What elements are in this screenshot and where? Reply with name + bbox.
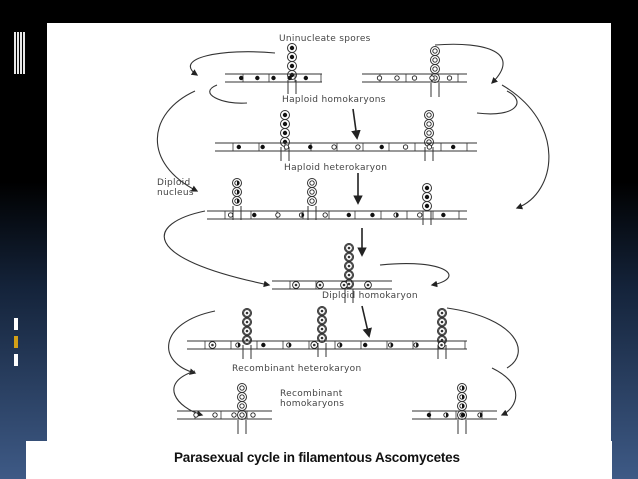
figure-caption: Parasexual cycle in filamentous Ascomyce… xyxy=(174,450,460,465)
parasexual-cycle-diagram: Uninucleate spores Haploid homokaryons H… xyxy=(156,34,550,434)
cycle-arrows xyxy=(156,43,550,417)
label-recombinant-homokaryons-2: homokaryons xyxy=(280,399,344,409)
label-recombinant-homokaryons-1: Recombinant xyxy=(280,389,343,399)
accent-bars-top xyxy=(14,32,26,74)
label-uninucleate-spores: Uninucleate spores xyxy=(279,34,371,44)
label-recombinant-heterokaryon: Recombinant heterokaryon xyxy=(232,364,361,374)
caption-bar: Parasexual cycle in filamentous Ascomyce… xyxy=(26,441,612,479)
label-diploid-nucleus-2: nucleus xyxy=(157,188,194,198)
label-haploid-homokaryons: Haploid homokaryons xyxy=(282,95,386,105)
label-diploid-nucleus-1: Diploid xyxy=(157,178,190,188)
progression-arrows xyxy=(351,108,372,338)
label-haploid-heterokaryon: Haploid heterokaryon xyxy=(284,163,387,173)
accent-bars-bottom xyxy=(14,318,26,370)
diagram-panel: Uninucleate spores Haploid homokaryons H… xyxy=(47,23,611,441)
hyphae-drawings xyxy=(177,43,497,434)
label-diploid-homokaryon: Diploid homokaryon xyxy=(322,291,418,301)
